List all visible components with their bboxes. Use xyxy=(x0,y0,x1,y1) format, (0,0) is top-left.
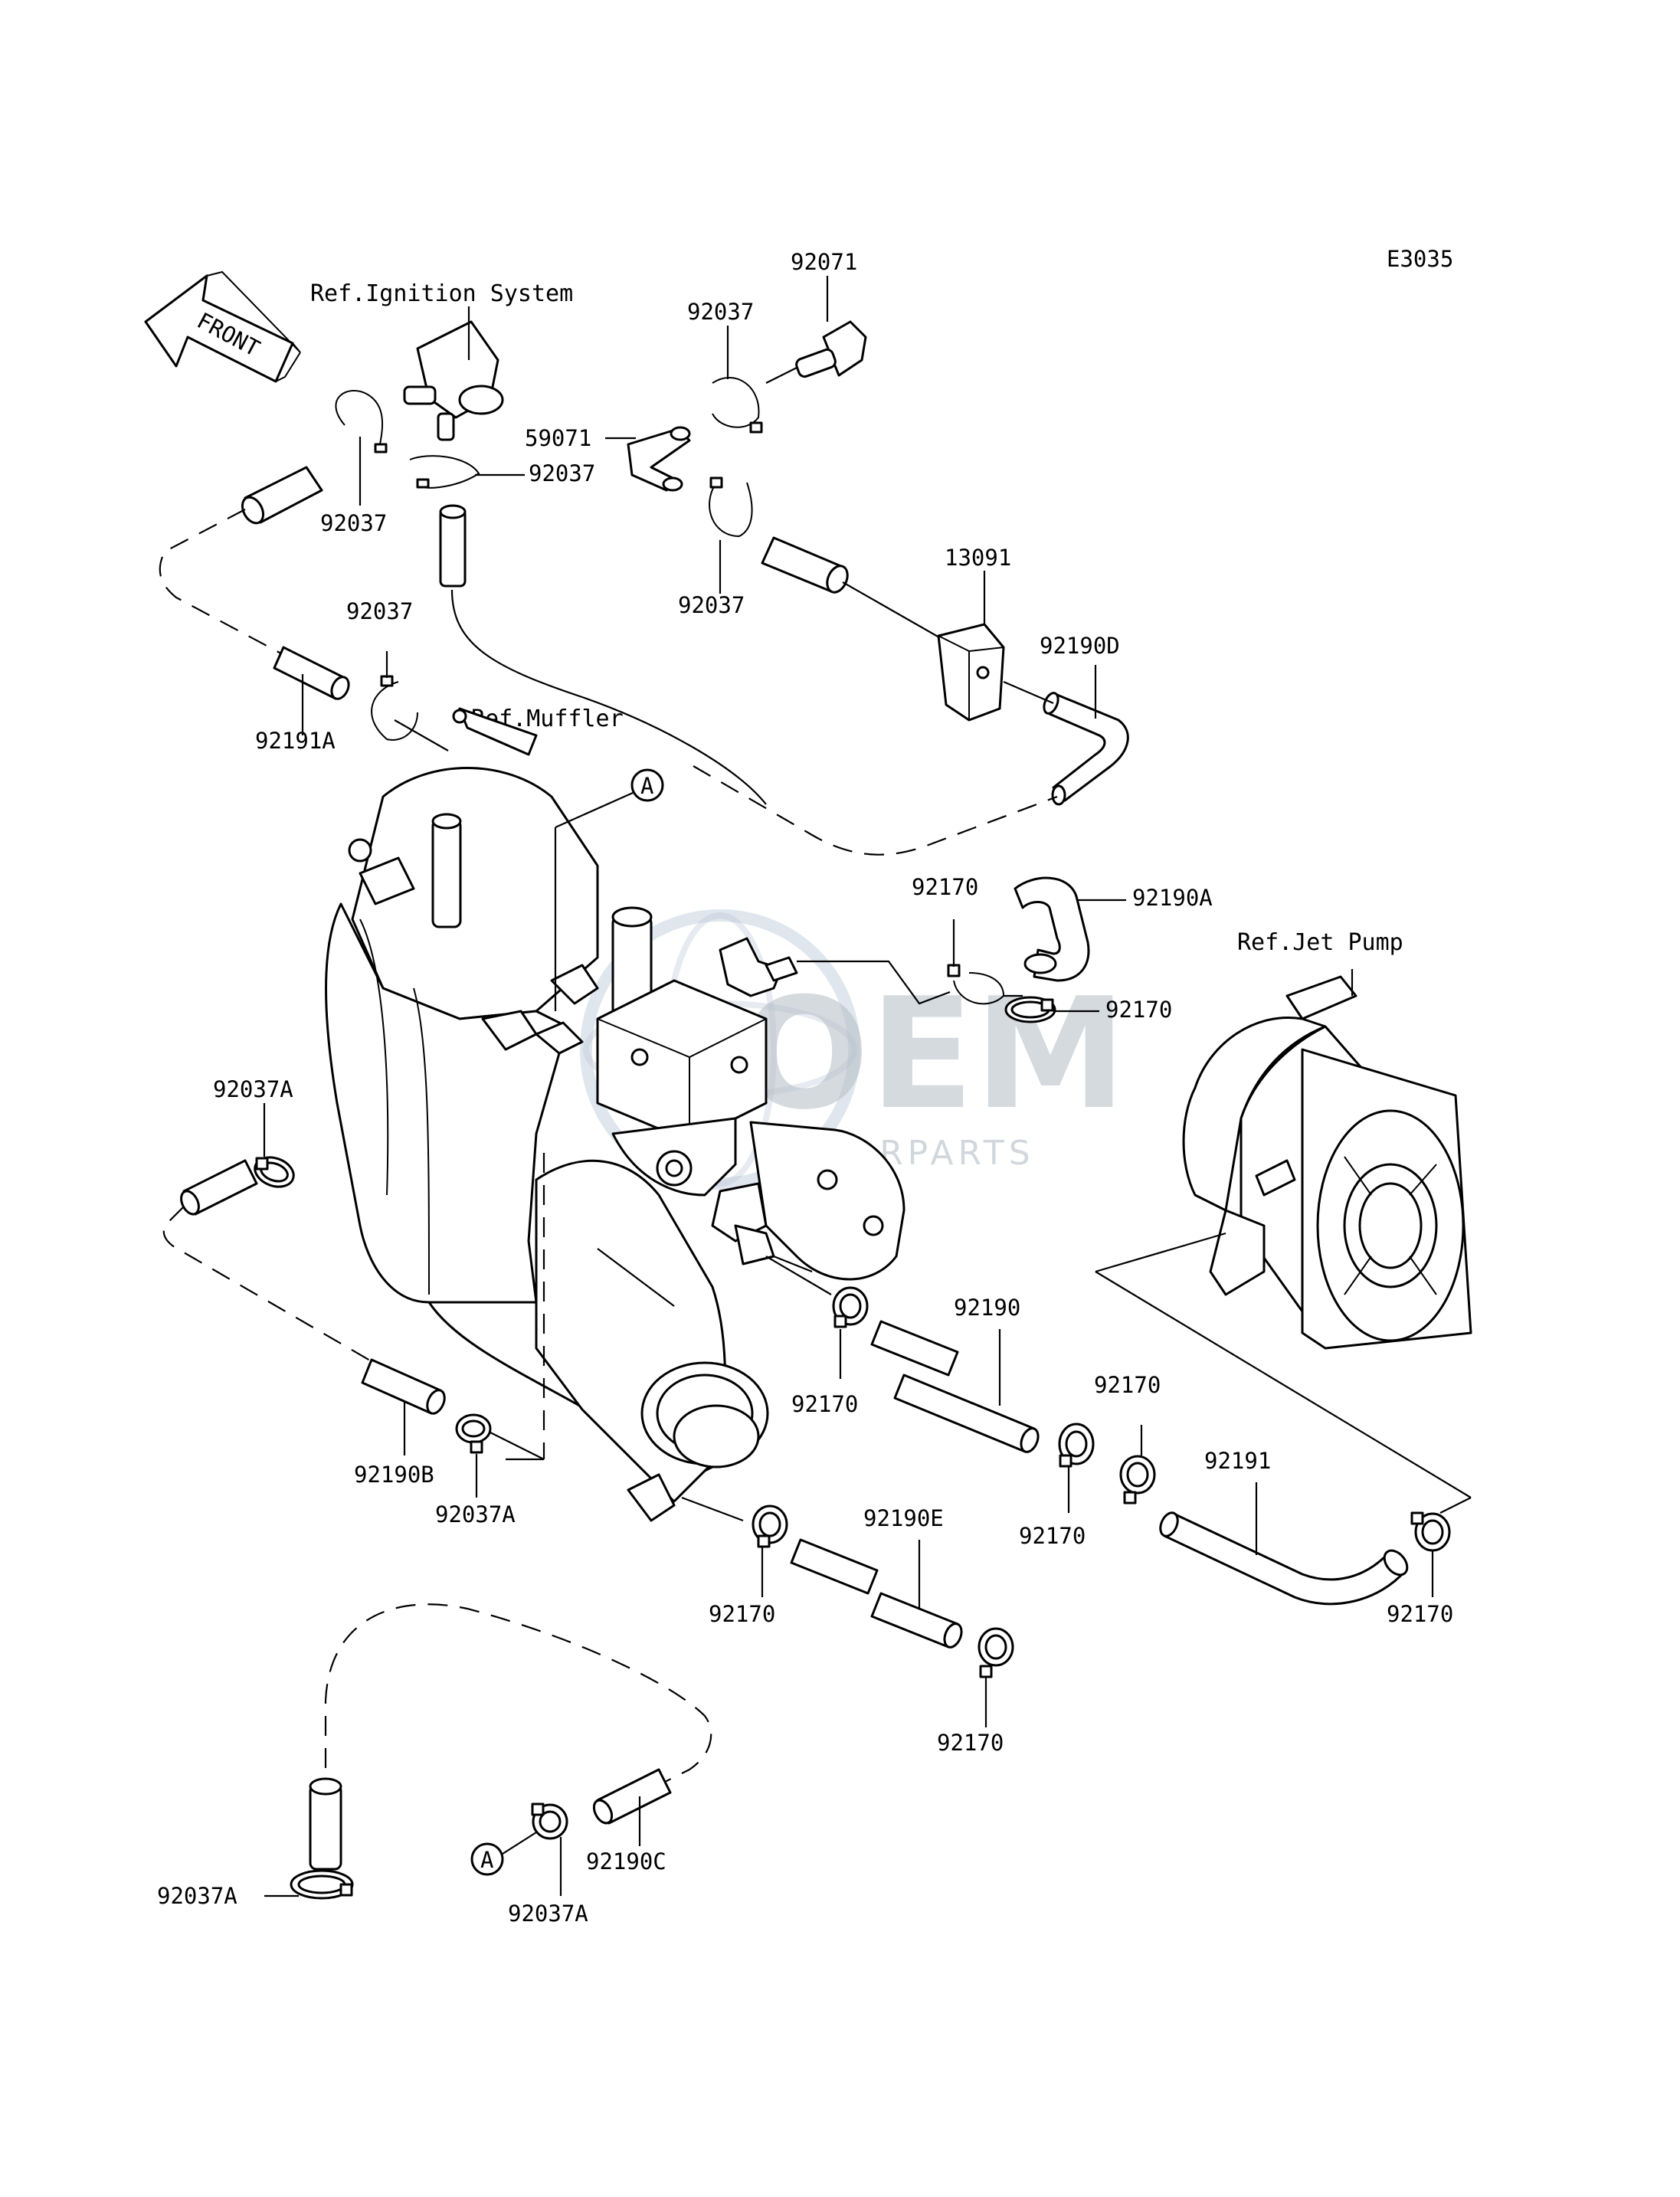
ref-jet-pump: Ref.Jet Pump xyxy=(1237,929,1403,956)
clamp-92170-c-icon xyxy=(765,1256,869,1379)
label-92190A: 92190A xyxy=(1132,885,1213,911)
clamp-92170-a-icon xyxy=(947,919,1005,1005)
part-13091-icon xyxy=(937,571,1005,722)
hose-92190-icon xyxy=(870,1320,1040,1453)
label-92190: 92190 xyxy=(954,1295,1020,1321)
label-92071: 92071 xyxy=(791,249,857,275)
valve-body xyxy=(481,906,905,1281)
hose-92037-to-13091 xyxy=(761,536,849,594)
clamp-92037-ign-right-icon xyxy=(409,455,480,489)
label-92190C: 92190C xyxy=(586,1848,666,1874)
hose-92190E-icon xyxy=(790,1538,963,1649)
watermark-globe-icon xyxy=(580,909,860,1190)
label-92037-top: 92037 xyxy=(687,299,754,325)
label-92037A-left: 92037A xyxy=(213,1076,293,1102)
hose-92190D-icon xyxy=(1003,665,1129,806)
marker-a-bottom-text: A xyxy=(480,1847,493,1873)
hose-ign-down xyxy=(439,504,467,588)
marker-a-top-text: A xyxy=(640,773,653,799)
label-92170-f: 92170 xyxy=(1387,1601,1453,1627)
marker-a-top: A xyxy=(554,768,664,1011)
ignition-fitting xyxy=(403,306,504,441)
label-92190D: 92190D xyxy=(1040,633,1120,659)
hose-92191-icon xyxy=(1159,1482,1409,1606)
hose-92190A-icon xyxy=(1014,876,1126,982)
label-92037-fitting: 92037 xyxy=(678,592,745,618)
jet-pump xyxy=(1182,969,1472,1350)
hose-92037A-bottom xyxy=(309,1777,342,1871)
watermark: OEM MOTORPARTS xyxy=(580,909,1127,1190)
label-92170-c: 92170 xyxy=(791,1391,858,1417)
label-92170-b: 92170 xyxy=(1105,997,1172,1023)
marker-a-bottom: A xyxy=(470,1832,537,1876)
label-92190E: 92190E xyxy=(863,1505,944,1531)
diagram-code: E3035 xyxy=(1387,246,1453,272)
clamp-92037A-left-icon xyxy=(254,1103,295,1188)
label-92037A-mid: 92037A xyxy=(435,1501,516,1527)
clamp-92170-b-icon xyxy=(1004,996,1099,1023)
front-arrow-icon: FRONT xyxy=(144,270,301,383)
label-92037A-bottom-left: 92037A xyxy=(157,1883,237,1909)
clamp-92037-top-icon xyxy=(712,326,763,434)
hose-92190B-icon xyxy=(361,1358,446,1455)
hose-ign-left xyxy=(241,466,323,525)
clamp-92037A-bottom-mid-icon xyxy=(531,1802,568,1896)
clamp-92170-d-icon xyxy=(1058,1423,1095,1513)
clamp-92037A-bottom-left-icon xyxy=(264,1869,354,1900)
label-92170-e: 92170 xyxy=(1019,1523,1086,1549)
label-92037-ign-left: 92037 xyxy=(320,510,387,536)
label-92037-mid: 92037 xyxy=(346,598,413,624)
label-92191A: 92191A xyxy=(255,728,336,754)
fitting-92071-icon xyxy=(765,276,867,384)
fitting-59071-icon xyxy=(605,426,691,492)
label-92190B: 92190B xyxy=(354,1462,434,1488)
label-13091: 13091 xyxy=(945,545,1011,571)
clamp-92037-ign-left-icon xyxy=(335,390,388,453)
hose-92190C-icon xyxy=(592,1768,672,1846)
muffler-cylinder xyxy=(535,1159,769,1522)
label-92170-g: 92170 xyxy=(709,1601,775,1627)
clamp-92037A-mid-icon xyxy=(455,1413,545,1498)
ref-ignition-system: Ref.Ignition System xyxy=(310,280,573,307)
label-92191: 92191 xyxy=(1204,1448,1271,1474)
label-92037A-bottom-mid: 92037A xyxy=(508,1901,588,1927)
label-92170-a: 92170 xyxy=(912,874,978,900)
label-92170-h: 92170 xyxy=(937,1730,1004,1756)
label-92037-ign-right: 92037 xyxy=(529,460,595,486)
hose-92037A-left xyxy=(180,1159,258,1216)
clamp-92170-h-icon xyxy=(978,1627,1014,1727)
clamp-92170-g-icon xyxy=(752,1505,788,1597)
clamp-92170-f-icon xyxy=(1410,1511,1451,1597)
clamp-92037-mid-icon xyxy=(371,651,449,751)
watermark-text: OEM xyxy=(739,965,1127,1144)
label-92170-d: 92170 xyxy=(1094,1372,1161,1398)
clamp-92037-fitting-icon xyxy=(709,476,753,594)
clamp-92170-e-icon xyxy=(1119,1425,1156,1505)
label-59071: 59071 xyxy=(525,425,591,451)
hose-92191A-icon xyxy=(273,646,350,735)
